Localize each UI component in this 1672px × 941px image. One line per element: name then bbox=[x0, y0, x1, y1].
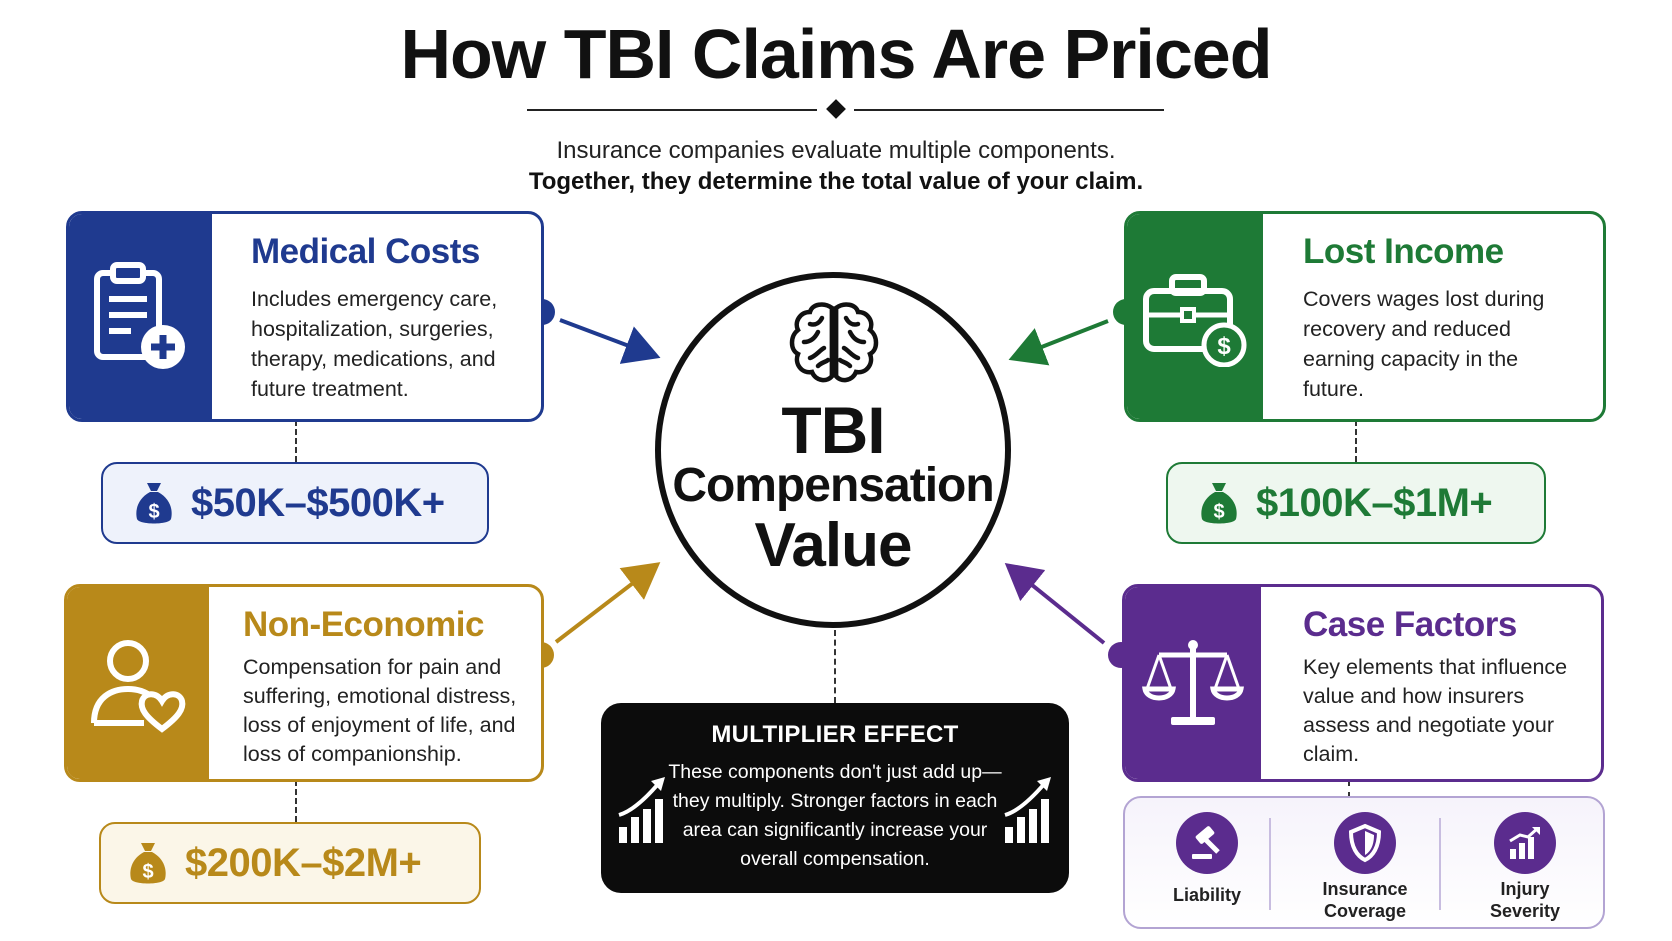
svg-text:$: $ bbox=[148, 501, 159, 523]
factor-separator bbox=[1439, 818, 1441, 910]
case-factors-description: Key elements that influence value and ho… bbox=[1303, 655, 1568, 766]
non-economic-card: Non-Economic Compensation for pain and s… bbox=[64, 584, 544, 782]
money-bag-icon: $ bbox=[130, 843, 166, 884]
non-economic-range-pill: $ $200K–$2M+ bbox=[99, 822, 481, 904]
person-heart-icon bbox=[91, 640, 186, 733]
growth-chart-icon bbox=[1004, 777, 1051, 843]
page-title: How TBI Claims Are Priced bbox=[400, 15, 1273, 93]
factor-separator bbox=[1269, 818, 1271, 910]
subtitle-line-2: Together, they determine the total value… bbox=[528, 168, 1144, 195]
lost-income-card: $ Lost Income Covers wages lost during r… bbox=[1124, 211, 1606, 422]
case-factors-panel: Liability Insurance Coverage Injury Seve… bbox=[1123, 796, 1605, 929]
center-title-line-1: TBI bbox=[781, 393, 885, 467]
subtitle-line-1: Insurance companies evaluate multiple co… bbox=[556, 137, 1116, 164]
briefcase-dollar-icon: $ bbox=[1143, 273, 1247, 367]
svg-text:$: $ bbox=[1213, 501, 1224, 523]
arrow-case-factors bbox=[1004, 562, 1134, 668]
center-title-line-3: Value bbox=[754, 511, 913, 580]
case-factors-title: Case Factors bbox=[1303, 605, 1517, 644]
multiplier-effect-box: MULTIPLIER EFFECT These components don't… bbox=[601, 703, 1069, 893]
non-economic-description: Compensation for pain and suffering, emo… bbox=[243, 655, 517, 766]
medical-costs-description: Includes emergency care, hospitalization… bbox=[251, 287, 498, 401]
factor-liability-label: Liability bbox=[1172, 885, 1241, 905]
dashed-connector bbox=[834, 630, 836, 703]
shield-icon bbox=[1334, 812, 1396, 874]
lost-income-range-value: $100K–$1M+ bbox=[1256, 480, 1493, 525]
medical-costs-card: Medical Costs Includes emergency care, h… bbox=[66, 211, 544, 422]
clipboard-plus-icon bbox=[93, 261, 185, 369]
multiplier-title: MULTIPLIER EFFECT bbox=[711, 721, 959, 748]
svg-text:$: $ bbox=[1217, 333, 1231, 360]
dashed-connector bbox=[295, 780, 297, 822]
title-divider-right bbox=[854, 109, 1164, 111]
dashed-connector bbox=[295, 420, 297, 462]
medical-icon-panel bbox=[69, 214, 212, 419]
brain-icon bbox=[789, 302, 879, 383]
factor-insurance-coverage: Insurance Coverage bbox=[1305, 812, 1425, 922]
case-factors-card: Case Factors Key elements that influence… bbox=[1122, 584, 1604, 782]
money-bag-icon: $ bbox=[136, 483, 172, 524]
gavel-icon bbox=[1176, 812, 1238, 874]
svg-text:$: $ bbox=[142, 861, 153, 883]
non-economic-icon-panel bbox=[67, 587, 209, 779]
growth-chart-icon bbox=[618, 777, 665, 843]
non-economic-title: Non-Economic bbox=[243, 605, 484, 644]
factor-liability: Liability bbox=[1147, 812, 1267, 906]
center-title-line-2: Compensation bbox=[672, 459, 994, 512]
multiplier-text: These components don't just add up—they … bbox=[668, 761, 1002, 870]
money-bag-icon: $ bbox=[1201, 483, 1237, 524]
factor-insurance-coverage-label: Insurance Coverage bbox=[1322, 879, 1408, 921]
medical-range-value: $50K–$500K+ bbox=[191, 480, 445, 525]
arrow-non-economic bbox=[528, 562, 661, 668]
medical-costs-title: Medical Costs bbox=[251, 232, 480, 271]
non-economic-range-value: $200K–$2M+ bbox=[185, 840, 422, 885]
title-divider-left bbox=[527, 109, 817, 111]
factor-injury-severity-label: Injury Severity bbox=[1489, 879, 1561, 921]
dashed-connector bbox=[1355, 420, 1357, 462]
medical-range-pill: $ $50K–$500K+ bbox=[101, 462, 489, 544]
scales-icon bbox=[1142, 640, 1244, 725]
dashed-connector bbox=[1348, 780, 1350, 798]
bar-chart-icon bbox=[1494, 812, 1556, 874]
case-factors-icon-panel bbox=[1125, 587, 1261, 779]
arrow-lost-income bbox=[1008, 299, 1139, 366]
lost-income-description: Covers wages lost during recovery and re… bbox=[1303, 287, 1545, 401]
factor-injury-severity: Injury Severity bbox=[1465, 812, 1585, 922]
lost-income-title: Lost Income bbox=[1303, 232, 1504, 271]
lost-income-icon-panel: $ bbox=[1127, 214, 1263, 419]
lost-income-range-pill: $ $100K–$1M+ bbox=[1166, 462, 1546, 544]
arrow-medical bbox=[529, 299, 661, 364]
